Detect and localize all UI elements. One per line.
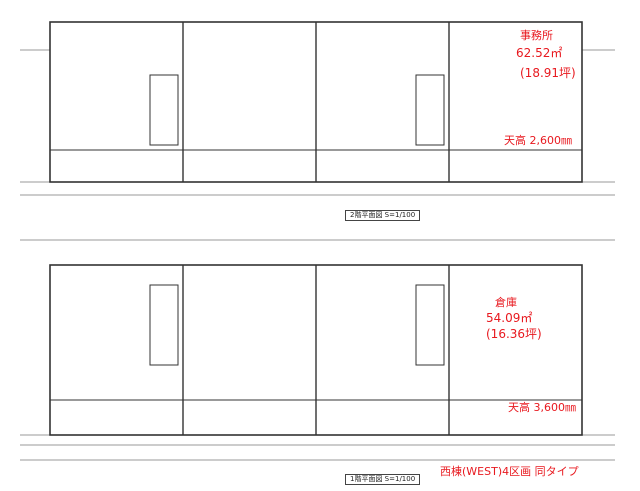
floor1-ceiling-height: 天高 3,600㎜ [508, 401, 576, 414]
floor2-ceiling-height: 天高 2,600㎜ [504, 134, 572, 147]
floor2-stair-2 [415, 74, 445, 146]
footer-note: 西棟(WEST)4区画 同タイプ [440, 465, 579, 478]
floor2-stair-1 [149, 74, 179, 146]
floor1-room-area-tsubo: (16.36坪) [486, 327, 542, 341]
floor1-stair-2 [415, 284, 445, 366]
floor2-room-name: 事務所 [520, 29, 553, 42]
floor2-caption: 2階平面図 S=1/100 [345, 210, 421, 221]
floor2-room-area-sqm: 62.52㎡ [516, 46, 563, 60]
floor1-room-name: 倉庫 [495, 296, 517, 309]
floor2-room-area-tsubo: (18.91坪) [520, 66, 576, 80]
floor1-stair-1 [149, 284, 179, 366]
floor1-room-area-sqm: 54.09㎡ [486, 311, 533, 325]
floor1-caption: 1階平面図 S=1/100 [345, 474, 421, 485]
